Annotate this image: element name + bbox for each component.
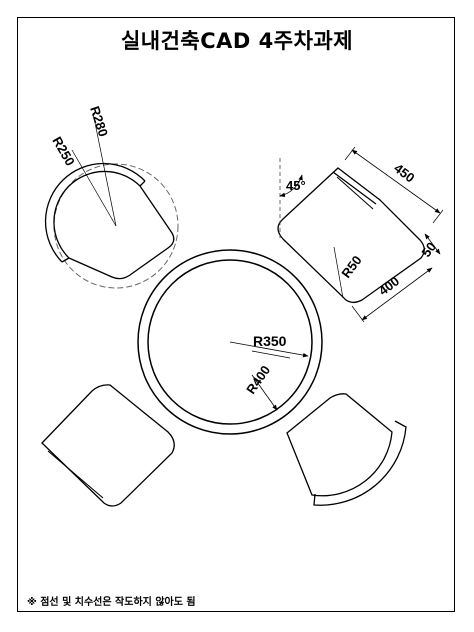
chair-outline bbox=[41, 384, 175, 507]
label-450: 450 bbox=[391, 160, 417, 185]
label-r350: R350 bbox=[253, 333, 287, 349]
page-title: 실내건축CAD 4주차과제 bbox=[120, 29, 354, 53]
chair-bottom-right bbox=[286, 393, 407, 506]
label-r400: R400 bbox=[243, 363, 273, 397]
label-r280: R280 bbox=[87, 104, 111, 138]
table-outer-circle bbox=[137, 249, 323, 435]
chair-top-right: 45° 450 400 50 R50 bbox=[277, 146, 444, 323]
round-table: R350 R400 bbox=[137, 249, 323, 435]
label-r250: R250 bbox=[49, 134, 78, 168]
table-inner-circle bbox=[147, 259, 313, 425]
chair-outline bbox=[277, 167, 425, 304]
chair-bottom-left bbox=[41, 384, 175, 507]
footnote: ※ 점선 및 치수선은 작도하지 않아도 됨 bbox=[27, 597, 196, 608]
chair-top-left: R280 R250 bbox=[44, 104, 179, 289]
label-r50: R50 bbox=[338, 253, 364, 281]
chair-back bbox=[313, 420, 407, 506]
chair-outline bbox=[286, 393, 393, 497]
label-400: 400 bbox=[376, 273, 402, 298]
label-50: 50 bbox=[418, 239, 439, 260]
label-angle-45: 45° bbox=[286, 178, 306, 193]
drawing-frame bbox=[17, 17, 455, 612]
seat-outline bbox=[68, 185, 175, 280]
